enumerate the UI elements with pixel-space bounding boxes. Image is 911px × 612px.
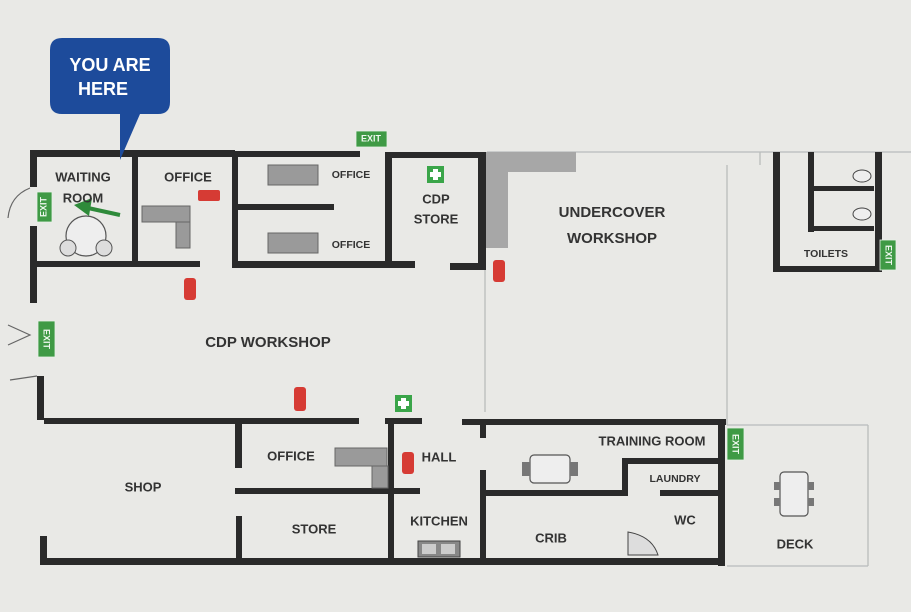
door-swing-icon	[7, 187, 38, 381]
sink-icon	[417, 540, 461, 558]
you-are-here-line1: YOU ARE	[69, 55, 150, 75]
first-aid-icon	[395, 166, 444, 412]
exit-sign-top: EXIT	[361, 133, 382, 143]
outline-lines	[484, 151, 911, 567]
room-label-waiting-room-2: ROOM	[63, 190, 103, 205]
room-label-undercover-workshop-2: WORKSHOP	[567, 230, 657, 247]
table-icon	[774, 471, 814, 517]
exit-sign-icon: EXIT EXIT EXIT EXIT EXIT	[36, 130, 897, 461]
room-label-office-bottom-right: OFFICE	[332, 239, 371, 251]
room-label-cdp-store-2: STORE	[414, 211, 459, 226]
toilet-icon	[852, 169, 872, 221]
room-label-wc: WC	[674, 512, 696, 527]
room-label-training-room: TRAINING ROOM	[599, 433, 706, 448]
room-label-office-lower: OFFICE	[267, 448, 315, 463]
table-icon	[522, 454, 578, 484]
exit-sign-toilets: EXIT	[884, 245, 894, 266]
room-label-toilets: TOILETS	[804, 248, 848, 260]
room-label-store: STORE	[292, 521, 337, 536]
room-labels: WAITING ROOM OFFICE OFFICE OFFICE CDP ST…	[55, 169, 848, 552]
table-icon	[59, 215, 113, 257]
room-label-office-top-right: OFFICE	[332, 169, 371, 181]
room-label-crib: CRIB	[535, 530, 567, 545]
room-label-cdp-store-1: CDP	[422, 191, 450, 206]
exit-sign-west: EXIT	[42, 329, 52, 350]
room-label-undercover-workshop-1: UNDERCOVER	[559, 204, 666, 221]
walls	[30, 150, 882, 566]
you-are-here-line2: HERE	[78, 79, 128, 99]
direction-arrow-icon	[74, 198, 121, 217]
room-label-cdp-workshop: CDP WORKSHOP	[205, 334, 331, 351]
you-are-here-marker: YOU ARE HERE	[50, 38, 170, 160]
room-label-hall: HALL	[422, 449, 457, 464]
room-label-shop: SHOP	[125, 479, 162, 494]
room-label-laundry: LAUNDRY	[650, 473, 701, 485]
room-label-waiting-room-1: WAITING	[55, 169, 111, 184]
exit-sign-training-room: EXIT	[731, 434, 741, 455]
exit-sign-waiting-room: EXIT	[38, 197, 48, 218]
room-label-deck: DECK	[777, 536, 814, 551]
furniture	[59, 164, 872, 558]
fire-extinguisher-icon	[184, 190, 505, 474]
room-label-office-main: OFFICE	[164, 169, 212, 184]
room-label-kitchen: KITCHEN	[410, 513, 468, 528]
